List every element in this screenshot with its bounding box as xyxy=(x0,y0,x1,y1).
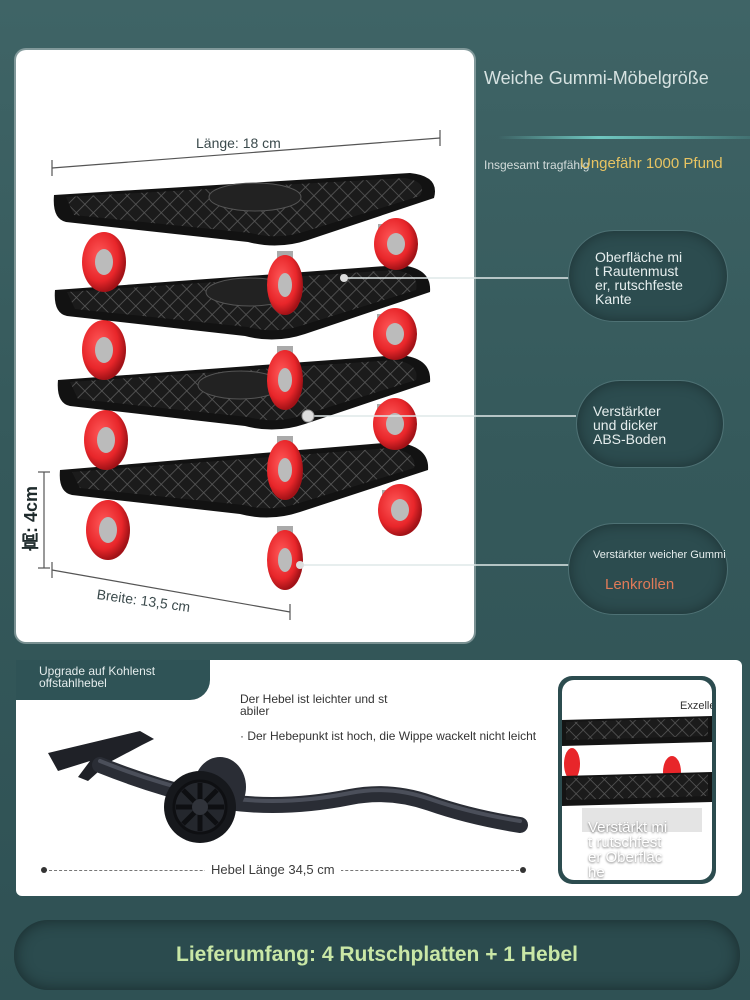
inset-photo: Exzellent Verstärkt mi t rutschfest er O… xyxy=(562,680,712,880)
dolly-tier-4 xyxy=(59,442,429,590)
upgrade-text: offstahlhebel xyxy=(39,676,107,690)
feature-text: Kante xyxy=(595,291,632,307)
feature-highlight-text: Lenkrollen xyxy=(605,576,675,593)
capacity-caption: Insgesamt tragfähig xyxy=(484,158,590,172)
dolly-tier-3 xyxy=(57,355,431,500)
lever-illustration xyxy=(48,731,528,843)
inset-caption-line: Verstärkt mi xyxy=(588,819,668,836)
dolly-stack-illustration xyxy=(38,130,576,620)
feature-bubble-wheels: Verstärkter weicher Gummi Lenkrollen xyxy=(568,523,728,615)
feature-text: Oberfläche mi xyxy=(595,249,683,265)
inset-label: Exzellent xyxy=(680,700,712,712)
inset-caption: Verstärkt mi t rutschfest er Oberfläc he xyxy=(588,820,667,880)
lever-description-line: Der Hebel ist leichter und st xyxy=(240,692,388,706)
capacity-value: Ungefähr 1000 Pfund xyxy=(580,155,723,172)
upgrade-tab: Upgrade auf Kohlenst offstahlhebel xyxy=(16,660,210,700)
headline-underline xyxy=(498,136,750,139)
inset-photo-frame: Exzellent Verstärkt mi t rutschfest er O… xyxy=(558,676,716,884)
headline: Weiche Gummi-Möbelgröße xyxy=(484,68,709,88)
dimension-dot xyxy=(520,867,526,873)
feature-bubble-surface: Oberfläche mi t Rautenmust er, rutschfes… xyxy=(568,230,728,322)
length-label: Länge: 18 cm xyxy=(196,135,281,151)
dolly-tier-1 xyxy=(53,173,435,315)
feature-text: und dicker xyxy=(593,417,658,433)
package-contents-banner: Lieferumfang: 4 Rutschplatten + 1 Hebel xyxy=(14,920,740,990)
lever-description-line: abiler xyxy=(240,704,270,718)
dimension-dot xyxy=(41,867,47,873)
feature-text: ABS-Boden xyxy=(593,431,667,447)
feature-text: er, rutschfeste xyxy=(595,277,683,293)
inset-caption-line: er Oberfläc xyxy=(588,849,663,866)
height-label: 高: 4cm xyxy=(21,485,41,551)
feature-text: Verstärkter weicher Gummi xyxy=(593,549,726,561)
upgrade-text: Upgrade auf Kohlenst xyxy=(39,664,156,678)
lever-description-2: · Der Hebepunkt ist hoch, die Wippe wack… xyxy=(240,729,537,743)
lever-description: Der Hebel ist leichter und st abiler xyxy=(240,693,387,717)
inset-caption-line: t rutschfest xyxy=(588,834,662,851)
width-dimension-line xyxy=(51,569,291,613)
feature-text: Verstärkter xyxy=(593,403,661,419)
lever-length-label: Hebel Länge 34,5 cm xyxy=(205,862,341,877)
inset-dolly-illustration xyxy=(562,716,712,832)
length-dimension-line xyxy=(51,137,441,169)
feature-bubble-base: Verstärkter und dicker ABS-Boden xyxy=(576,380,724,468)
inset-caption-line: he xyxy=(588,864,605,880)
feature-text: t Rautenmust xyxy=(595,263,679,279)
